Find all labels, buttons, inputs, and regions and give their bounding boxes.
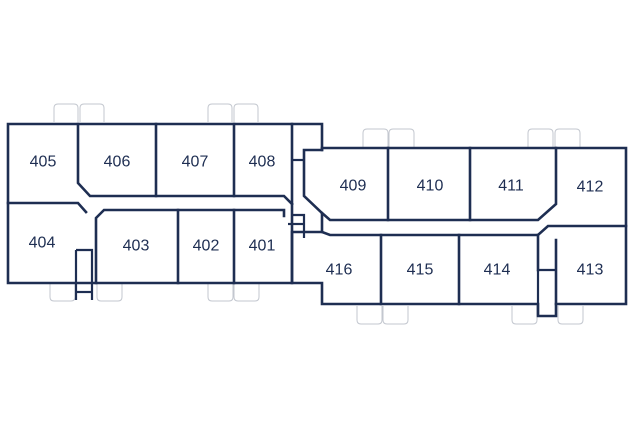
room-label-403[interactable]: 403 [123,238,150,255]
fixture-marker [49,284,76,302]
fixture-marker [388,128,415,147]
room-label-409[interactable]: 409 [340,178,367,195]
room-label-412[interactable]: 412 [577,179,604,196]
room-label-401[interactable]: 401 [249,238,276,255]
right-wing-walls [290,146,628,318]
fixture-marker [362,128,389,147]
room-label-414[interactable]: 414 [484,262,511,279]
connector-walls [288,122,324,238]
fixture-marker [527,128,554,147]
left-wing-walls [6,122,294,300]
fixture-marker [207,103,233,122]
room-labels: 405 406 407 408 404 403 402 401 409 410 … [29,154,604,279]
room-label-410[interactable]: 410 [417,178,444,195]
fixture-marker [554,128,581,147]
room-label-407[interactable]: 407 [182,154,209,171]
fixture-marker [53,103,79,122]
fixture-marker [233,103,259,122]
room-label-405[interactable]: 405 [30,154,57,171]
room-label-413[interactable]: 413 [577,262,604,279]
fixture-marker [96,284,123,302]
fixture-marker [382,306,409,325]
fixture-marker [233,284,260,302]
room-label-406[interactable]: 406 [104,154,131,171]
fixture-marker [356,306,383,325]
room-label-404[interactable]: 404 [29,235,56,252]
room-label-408[interactable]: 408 [249,154,276,171]
fixture-marker [207,284,234,302]
fixture-marker [79,103,105,122]
room-label-415[interactable]: 415 [407,262,434,279]
room-label-402[interactable]: 402 [193,238,220,255]
room-label-411[interactable]: 411 [498,178,524,195]
fixture-marker [511,306,538,325]
fixture-marker [557,306,584,325]
fixture-markers [49,103,584,325]
room-label-416[interactable]: 416 [326,262,353,279]
